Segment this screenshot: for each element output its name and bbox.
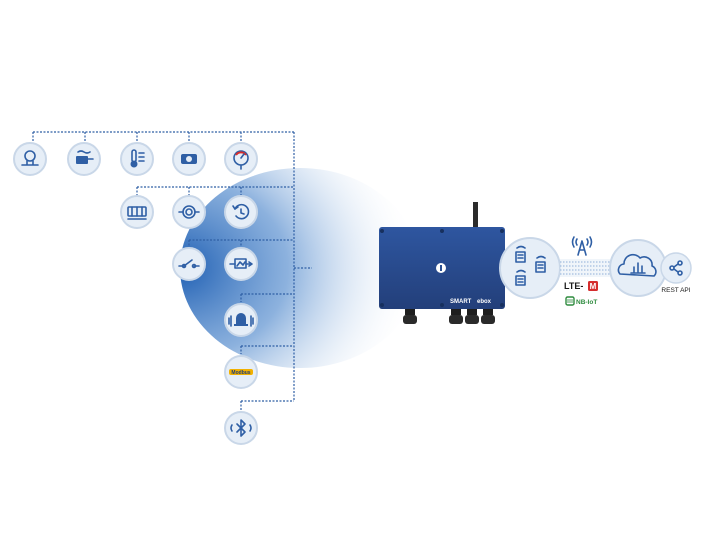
sensor-temperature (120, 142, 154, 176)
cloud-platform (609, 239, 667, 297)
sensor-flowmeter (172, 142, 206, 176)
site-buildings (499, 237, 561, 299)
flowmeter-icon (181, 154, 197, 164)
device-brand-right: ebox (477, 299, 492, 305)
cable-glands (403, 309, 495, 324)
building-icon (515, 245, 546, 286)
device-brand-left: SMART (450, 299, 472, 305)
antenna-icon (571, 236, 593, 256)
connector-lines (32, 131, 312, 410)
pressure-gauge-icon (233, 150, 249, 170)
sensor-analog (224, 247, 258, 281)
sensor-pressure (224, 142, 258, 176)
modbus-icon: Modbus (229, 369, 253, 376)
nb-iot-badge: NB-IoT (565, 296, 597, 306)
energy-meter-icon (127, 206, 147, 220)
pump-icon (76, 150, 94, 164)
sync-counter-icon (232, 203, 250, 220)
bluetooth-icon (230, 419, 252, 437)
svg-text:NB-IoT: NB-IoT (576, 299, 597, 306)
valve-icon (21, 150, 39, 166)
svg-text:Modbus: Modbus (231, 370, 250, 376)
sensor-switch (172, 247, 206, 281)
analog-input-icon (229, 258, 253, 269)
svg-text:M: M (590, 282, 597, 291)
cloud-chart-icon (617, 253, 657, 277)
sensor-energy-meter (120, 195, 154, 229)
lte-m-badge: LTE- M (564, 281, 598, 291)
share-icon (669, 260, 683, 276)
smart-ebox-device: SMART ebox (379, 202, 505, 324)
switch-icon (178, 259, 200, 269)
sensor-counter (224, 195, 258, 229)
sensor-pump (67, 142, 101, 176)
transmission-beam (560, 259, 610, 277)
sensor-alarm (224, 303, 258, 337)
alarm-bell-icon (228, 313, 254, 327)
sensor-valve (13, 142, 47, 176)
sensor-bluetooth (224, 411, 258, 445)
sensor-modbus: Modbus (224, 355, 258, 389)
water-meter-icon (178, 205, 200, 219)
device-logo-icon (436, 263, 446, 273)
rest-api: REST API (660, 252, 692, 294)
sensor-water-meter (172, 195, 206, 229)
rest-api-label: REST API (661, 287, 690, 294)
thermometer-icon (130, 149, 145, 168)
svg-text:LTE-: LTE- (564, 281, 583, 291)
